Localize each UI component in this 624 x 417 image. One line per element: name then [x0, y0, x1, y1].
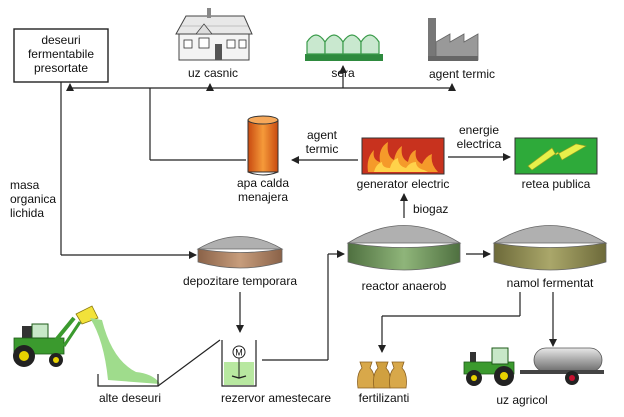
mixing-tank-label: rezervor amestecare: [221, 391, 331, 405]
energy-flow-label-1: energie: [459, 123, 499, 137]
liquid-organic-label-1: masa: [10, 178, 40, 192]
biogas-label: biogaz: [413, 202, 448, 216]
generator-label: generator electric: [357, 177, 450, 191]
tank-icon: [196, 236, 284, 269]
waste-input-label-2: fermentabile: [28, 47, 94, 61]
digestate-output-lines: [378, 292, 557, 353]
thermal-agent-flow-label-2: termic: [306, 142, 339, 156]
temp-storage-label: depozitare temporara: [183, 274, 297, 288]
energy-flow-label-2: electrica: [457, 137, 502, 151]
greenhouse-icon: [305, 34, 383, 61]
house-icon: [175, 8, 253, 61]
liquid-pour: [90, 318, 160, 384]
household-label: uz casnic: [188, 66, 238, 80]
thermal-agent-label: agent termic: [429, 67, 495, 81]
public-grid-label: retea publica: [522, 177, 591, 191]
digestate-label: namol fermentat: [507, 276, 594, 290]
liquid-organic-label-3: lichida: [10, 206, 44, 220]
heat-distribution-lines: [66, 65, 456, 161]
tractor-icon: [463, 347, 515, 386]
waste-to-mixer-line: [157, 339, 221, 387]
mixer-symbol: M: [235, 348, 243, 358]
flame-icon: [361, 137, 445, 175]
waste-input-label-3: presortate: [34, 61, 88, 75]
mixer-icon: M: [221, 340, 257, 387]
sack-icon: [357, 361, 407, 389]
agricultural-use-label: uz agricol: [496, 393, 547, 407]
hot-water-label-2: menajera: [238, 190, 288, 204]
factory-icon: [428, 18, 479, 61]
fertilizers-label: fertilizanti: [359, 391, 410, 405]
other-waste-label: alte deseuri: [99, 391, 161, 405]
thermal-agent-flow-label-1: agent: [307, 128, 338, 142]
water-heater-icon: [247, 115, 279, 176]
waste-input-box: deseuri fermentabile presortate: [13, 28, 109, 83]
lightning-icon: [514, 137, 598, 175]
liquid-organic-line: [60, 82, 197, 259]
waste-trough: [97, 374, 159, 387]
liquid-organic-label-2: organica: [10, 192, 56, 206]
tanker-trailer-icon: [520, 347, 604, 385]
mixer-to-reactor-line: [262, 250, 345, 361]
reactor-label: reactor anaerob: [362, 279, 447, 293]
tank-icon: [346, 225, 462, 271]
waste-input-label-1: deseuri: [41, 33, 80, 47]
tractor-icon: [13, 305, 99, 367]
tank-icon: [492, 225, 608, 271]
hot-water-label-1: apa calda: [237, 176, 289, 190]
